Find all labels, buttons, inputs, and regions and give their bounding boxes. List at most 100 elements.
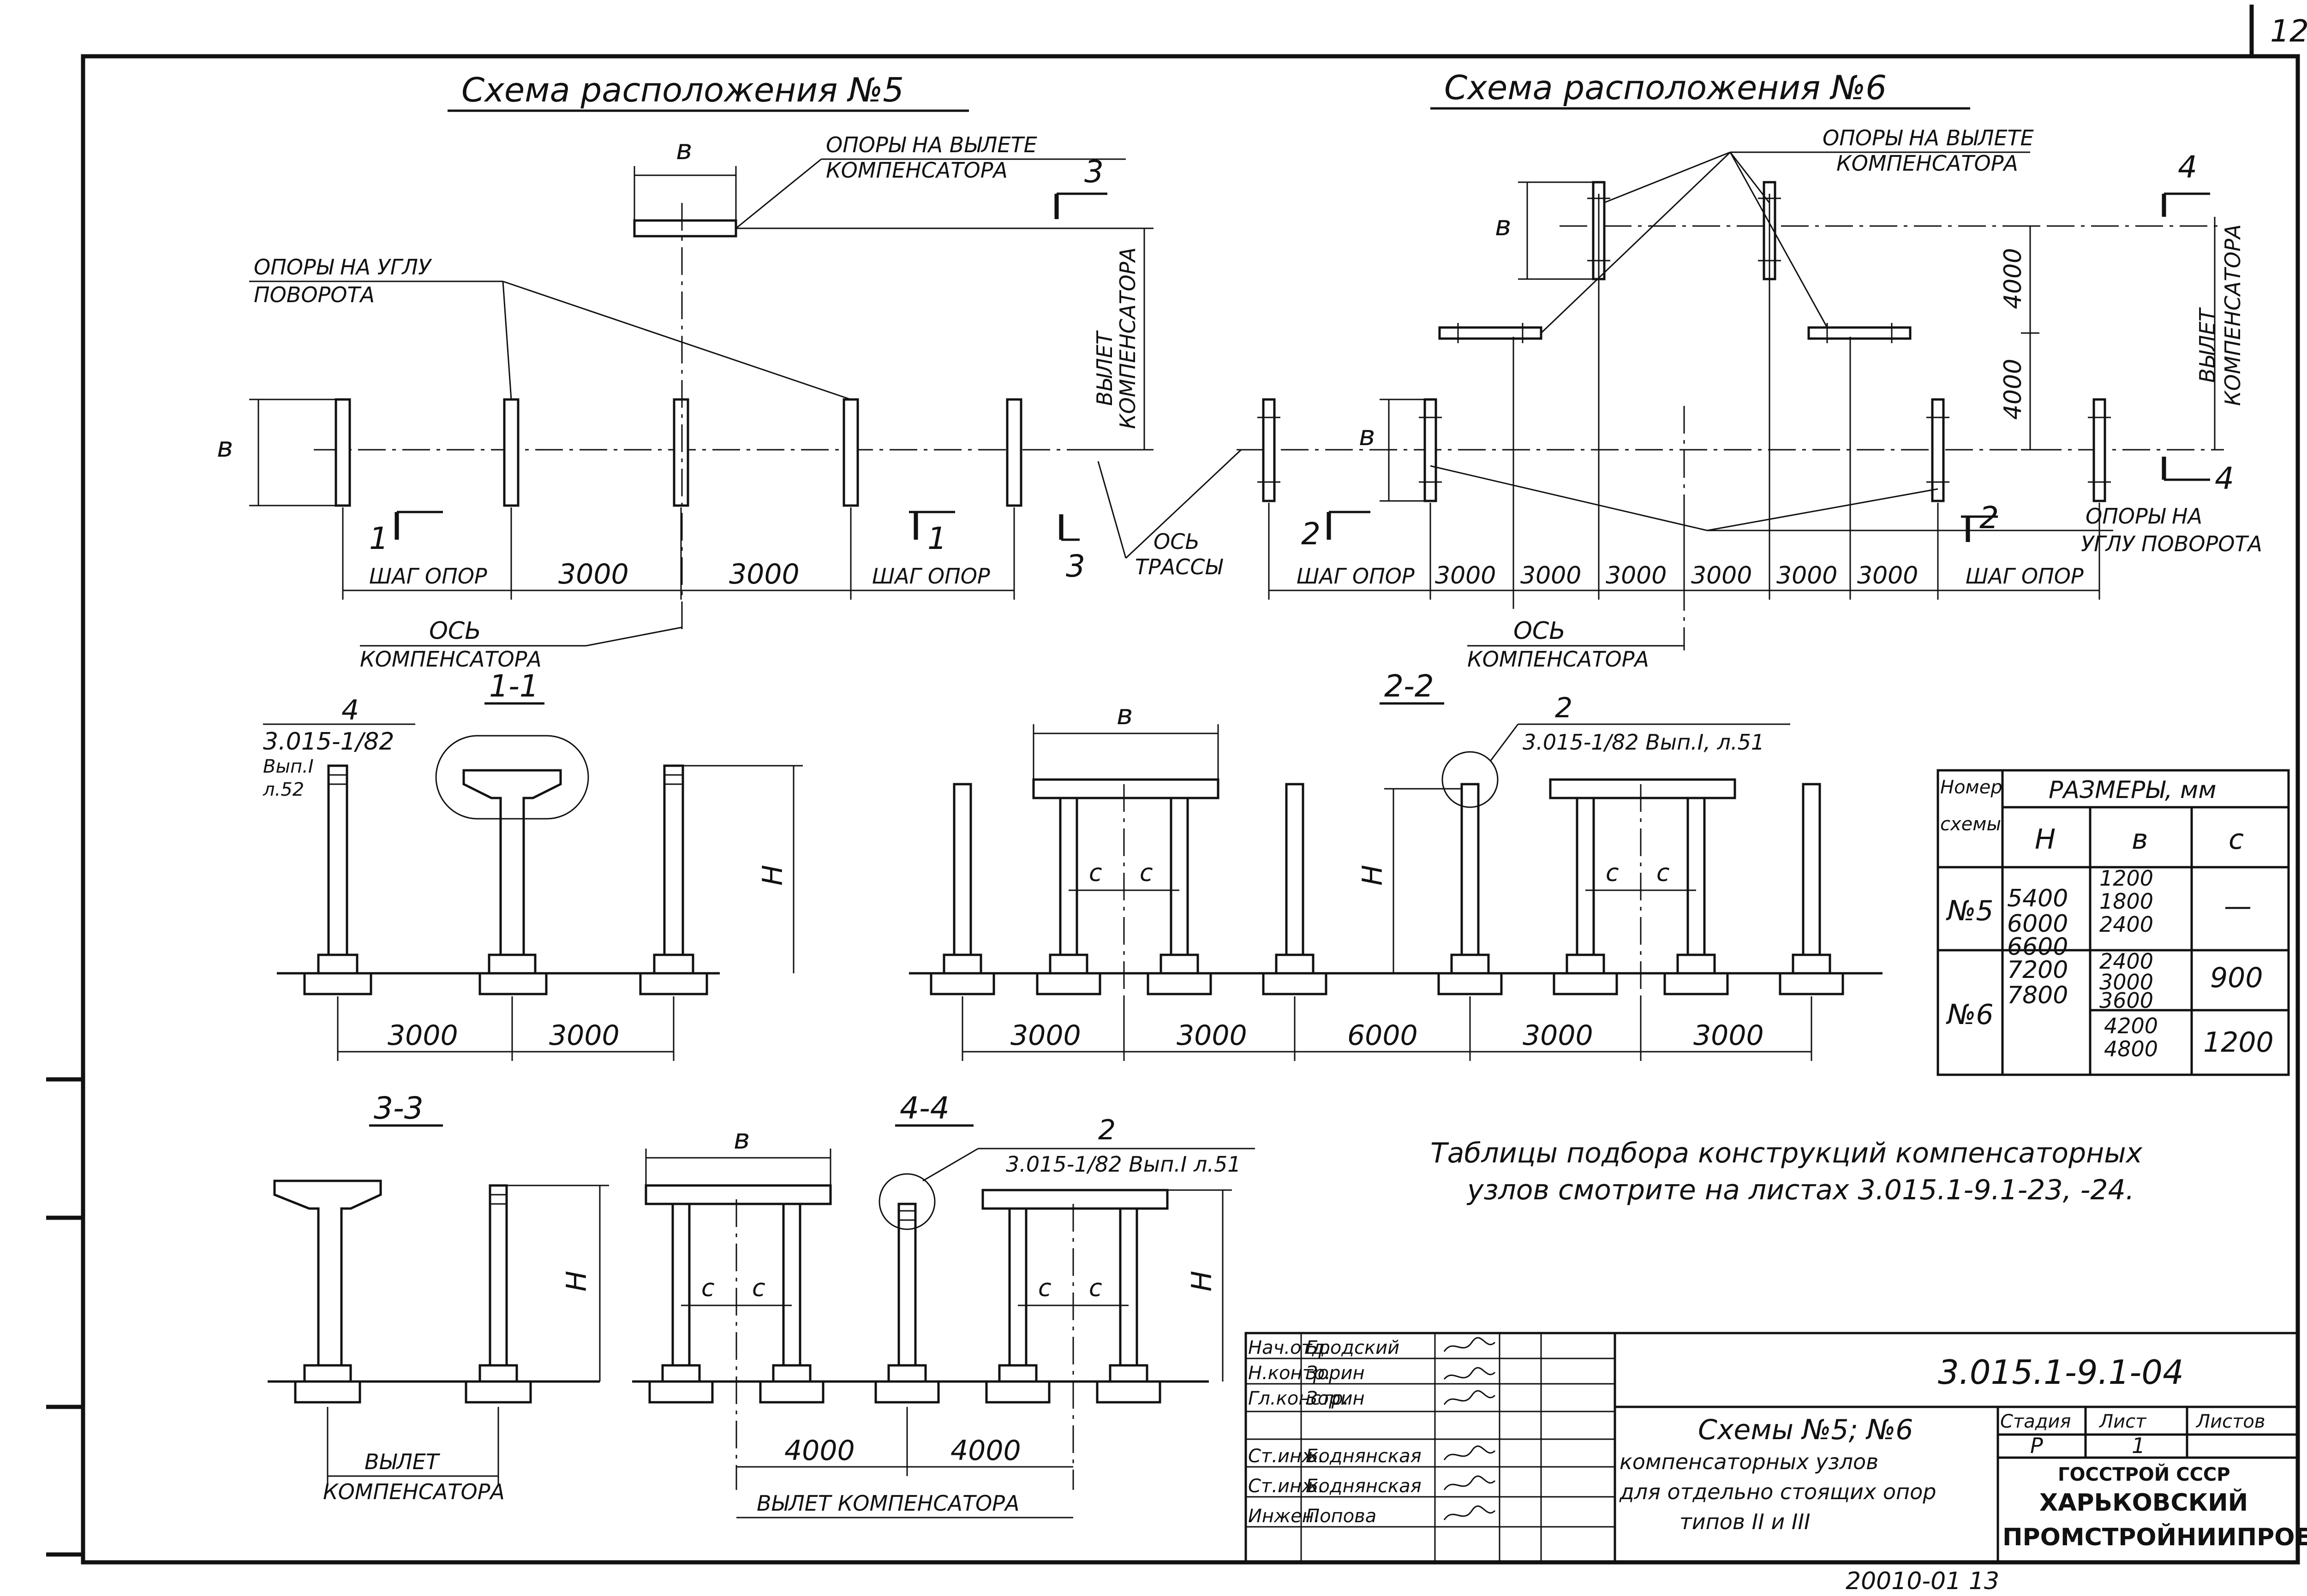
note: Таблицы подбора конструкций компенсаторн… bbox=[1430, 1137, 2143, 1206]
doc-code: 3.015.1-9.1-04 bbox=[1938, 1353, 2184, 1392]
section33-h: H bbox=[561, 1271, 593, 1292]
title-block-title3: для отдельно стоящих опор bbox=[1619, 1479, 1936, 1504]
size-table-row6-h2: 7800 bbox=[2007, 982, 2068, 1009]
size-table-col-h: H bbox=[2035, 823, 2056, 856]
section22-columns bbox=[930, 778, 1844, 995]
section11-ref-num: 4 bbox=[341, 694, 359, 727]
section22-c-4: c bbox=[1656, 859, 1670, 887]
size-table-row6-c: 900 bbox=[2210, 962, 2263, 994]
section22-c-3: c bbox=[1606, 859, 1619, 887]
size-table-header-sizes: РАЗМЕРЫ, мм bbox=[2049, 776, 2216, 804]
staff-5-role: Ст.инж. bbox=[1248, 1476, 1324, 1497]
size-table-row6-b0: 2400 bbox=[2099, 949, 2153, 974]
section22-dim-1: 3000 bbox=[1177, 1019, 1247, 1052]
section22-b: в bbox=[1117, 699, 1133, 731]
scheme5-b-top: в bbox=[676, 134, 692, 166]
scheme-6: Схема расположения №6 bbox=[1237, 68, 2262, 672]
section11-ref-doc2: Вып.I bbox=[263, 756, 314, 777]
size-table-row5-b2: 2400 bbox=[2099, 912, 2153, 937]
scheme6-comp-axis-2: КОМПЕНСАТОРА bbox=[1467, 647, 1649, 672]
size-table-row6-b2: 3600 bbox=[2099, 988, 2153, 1013]
section22-dim-4: 3000 bbox=[1693, 1019, 1764, 1052]
title-block-staff-grid bbox=[1246, 1333, 1615, 1562]
scheme5-turn-supports-2: ПОВОРОТА bbox=[254, 282, 375, 307]
section11-dim-3000-b: 3000 bbox=[549, 1019, 620, 1052]
title-block-title1: Схемы №5; №6 bbox=[1698, 1414, 1913, 1446]
size-table: Номер схемы РАЗМЕРЫ, мм H в c №5 5400 60… bbox=[1936, 769, 2290, 1076]
scheme6-dim-4000-b: 4000 bbox=[1999, 359, 2027, 420]
section-1-1: 1-1 H 4 3.015-1/82 Вып.I л.52 3000 3000 bbox=[263, 668, 803, 1061]
org-line3: ПРОМСТРОЙНИИПРОЕКТ bbox=[2002, 1523, 2307, 1551]
section44-h: H bbox=[1186, 1271, 1218, 1292]
staff-1-name: Зорин bbox=[1306, 1363, 1365, 1384]
section33-title: 3-3 bbox=[374, 1090, 424, 1126]
section22-title: 2-2 bbox=[1384, 668, 1434, 704]
scheme6-step-right: ШАГ ОПОР bbox=[1966, 564, 2084, 589]
staff-2-name: Зорин bbox=[1306, 1388, 1365, 1409]
scheme5-dim-3000-1: 3000 bbox=[558, 558, 629, 590]
section22-ref-doc: 3.015-1/82 Вып.I, л.51 bbox=[1523, 730, 1764, 755]
size-table-row5-b0: 1200 bbox=[2099, 866, 2153, 891]
size-table-row5-h0: 5400 bbox=[2007, 885, 2068, 912]
size-table-row7-c: 1200 bbox=[2203, 1026, 2274, 1059]
staff-0-role: Нач.отд. bbox=[1248, 1337, 1331, 1358]
size-table-row6-scheme: №6 bbox=[1946, 999, 1994, 1031]
scheme6-dim-0: 3000 bbox=[1435, 562, 1496, 590]
scheme5-loop-supports-2: КОМПЕНСАТОРА bbox=[826, 158, 1008, 183]
scheme6-cut4-top: 4 bbox=[2178, 149, 2197, 185]
size-table-row7-b0: 4200 bbox=[2104, 1013, 2158, 1038]
stage-value: Р bbox=[2030, 1433, 2043, 1458]
scheme6-b-left: в bbox=[1359, 420, 1375, 452]
sheet-number: 12 bbox=[2270, 13, 2307, 49]
scheme6-loop-supports-2: КОМПЕНСАТОРА bbox=[1836, 151, 2018, 176]
org-line1: ГОССТРОЙ СССР bbox=[2058, 1463, 2230, 1485]
staff-6-name: Попова bbox=[1306, 1506, 1376, 1527]
staff-5-name: Боднянская bbox=[1306, 1476, 1422, 1497]
scheme5-cut1-left: 1 bbox=[369, 521, 388, 556]
staff-1-role: Н.контр. bbox=[1248, 1363, 1331, 1384]
section22-dim-2: 6000 bbox=[1347, 1019, 1418, 1052]
section44-ref-num: 2 bbox=[1098, 1114, 1116, 1146]
section-2-2: 2-2 в c c c c bbox=[909, 668, 1883, 1061]
stage-label: Стадия bbox=[2000, 1411, 2071, 1432]
size-table-row6-b1: 3000 bbox=[2099, 970, 2153, 995]
scheme6-cut4-bottom: 4 bbox=[2215, 461, 2234, 496]
bolt-marks bbox=[1257, 197, 2111, 483]
scheme6-turn-supports: ОПОРЫ НА bbox=[2086, 504, 2202, 529]
scheme6-title: Схема расположения №6 bbox=[1444, 68, 1887, 107]
section22-h: H bbox=[1357, 865, 1389, 886]
title-block-title2: компенсаторных узлов bbox=[1620, 1449, 1878, 1474]
note-line2: узлов смотрите на листах 3.015.1-9.1-23,… bbox=[1466, 1174, 2134, 1206]
size-table-row7-b1: 4800 bbox=[2104, 1036, 2158, 1061]
section22-dim-0: 3000 bbox=[1010, 1019, 1081, 1052]
scheme5-step-left: ШАГ ОПОР bbox=[369, 564, 487, 589]
scheme5-b-left: в bbox=[217, 431, 233, 464]
scheme6-loop-reach-2: КОМПЕНСАТОРА bbox=[2220, 224, 2245, 406]
section22-c-2: c bbox=[1140, 859, 1153, 887]
section44-c-4: c bbox=[1089, 1274, 1102, 1302]
section44-c-1: c bbox=[701, 1274, 715, 1302]
size-table-col-c: c bbox=[2229, 823, 2244, 856]
inventory-number: 20010-01 13 bbox=[1846, 1567, 1999, 1595]
scheme6-cut2-right: 2 bbox=[1979, 500, 1999, 536]
title-block-title4: типов II и III bbox=[1679, 1509, 1811, 1534]
scheme5-turn-supports: ОПОРЫ НА УГЛУ bbox=[254, 255, 432, 280]
scheme6-comp-axis: ОСЬ bbox=[1513, 617, 1566, 645]
scheme5-cut3-top: 3 bbox=[1084, 154, 1104, 190]
scheme5-cut1-right: 1 bbox=[927, 521, 947, 556]
section22-dim-3: 3000 bbox=[1523, 1019, 1593, 1052]
staff-6-role: Инжен. bbox=[1248, 1506, 1320, 1527]
scheme6-dim-3: 3000 bbox=[1691, 562, 1752, 590]
scheme5-comp-axis-2: КОМПЕНСАТОРА bbox=[360, 647, 542, 672]
size-table-row5-c: — bbox=[2224, 890, 2252, 923]
scheme6-cut2-left: 2 bbox=[1301, 516, 1321, 552]
size-table-row6-h0: 6600 bbox=[2007, 933, 2068, 961]
staff-4-role: Ст.инж. bbox=[1248, 1446, 1324, 1467]
scheme5-cut3-bottom: 3 bbox=[1066, 548, 1085, 584]
scheme5-loop-reach-2: КОМПЕНСАТОРА bbox=[1115, 247, 1140, 429]
section44-c-2: c bbox=[752, 1274, 765, 1302]
org-line2: ХАРЬКОВСКИЙ bbox=[2039, 1489, 2248, 1517]
size-table-col-b: в bbox=[2132, 823, 2148, 856]
supports-row-5 bbox=[335, 219, 1022, 507]
